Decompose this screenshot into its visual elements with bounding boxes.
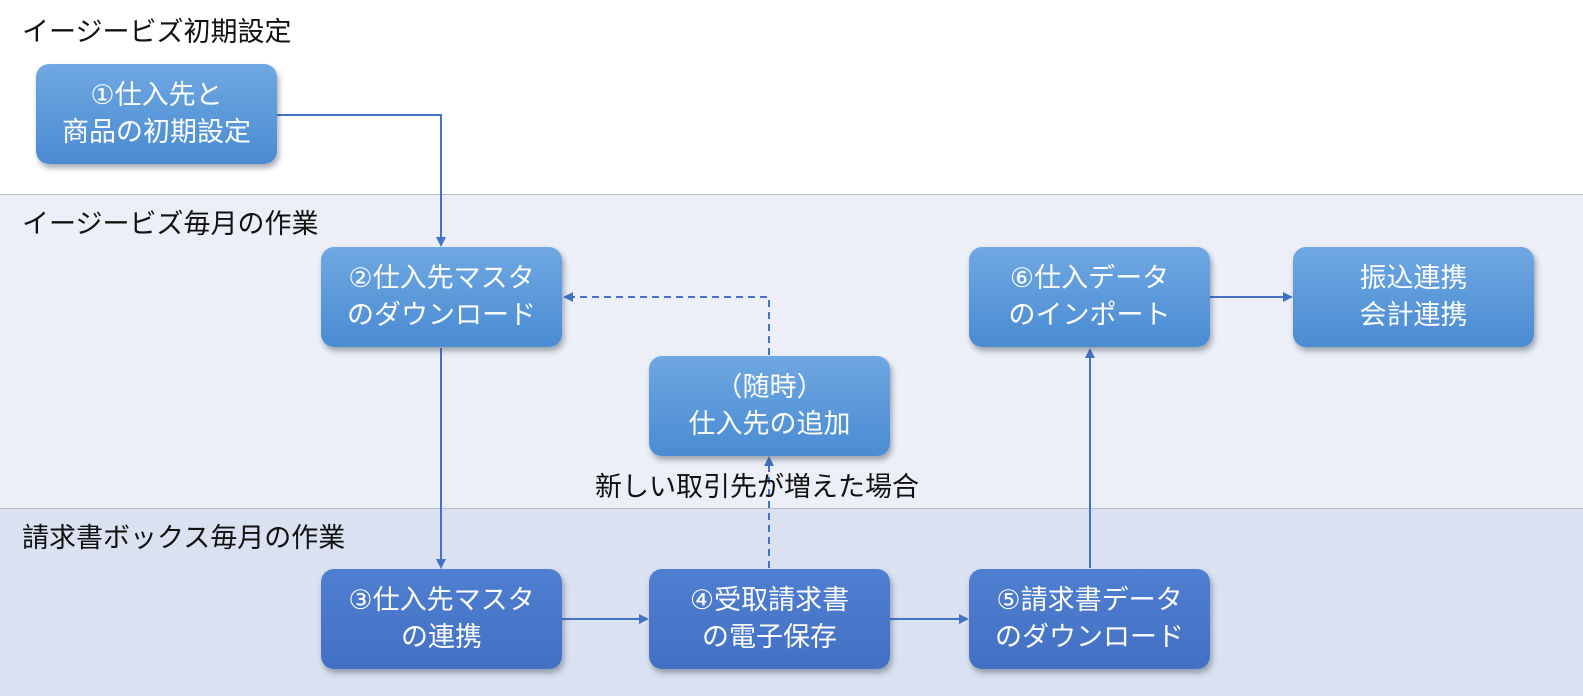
step6-label: ⑥仕入データ のインポート [1009,260,1171,334]
final-line1: 振込連携 [1359,263,1468,294]
step5-line2: のダウンロード [995,622,1184,653]
step2-line1: ②仕入先マスタ [348,263,535,294]
step2-label: ②仕入先マスタ のダウンロード [347,260,536,334]
step5-label: ⑤請求書データ のダウンロード [995,582,1184,656]
step1-line2: 商品の初期設定 [62,117,251,148]
setup-section-title: イージービズ初期設定 [22,17,292,48]
step4-label: ④受取請求書 の電子保存 [690,582,849,656]
step4-line1: ④受取請求書 [689,585,850,616]
step4-store-invoices-box[interactable]: ④受取請求書 の電子保存 [649,569,890,669]
step2-line2: のダウンロード [347,300,536,331]
step2-download-supplier-master-box[interactable]: ②仕入先マスタ のダウンロード [321,247,562,347]
invoice-section-title: 請求書ボックス毎月の作業 [22,523,346,554]
final-transfer-accounting-box[interactable]: 振込連携 会計連携 [1293,247,1534,347]
step3-line1: ③仕入先マスタ [348,585,535,616]
step5-download-invoice-data-box[interactable]: ⑤請求書データ のダウンロード [969,569,1210,669]
adhoc-add-supplier-box[interactable]: （随時） 仕入先の追加 [649,356,890,456]
adhoc-label: （随時） 仕入先の追加 [689,369,851,443]
step6-line1: ⑥仕入データ [1009,263,1170,294]
step1-initial-setup-box[interactable]: ①仕入先と 商品の初期設定 [36,64,277,164]
new-supplier-note: 新しい取引先が増えた場合 [595,472,919,503]
adhoc-line1: （随時） [715,372,824,403]
final-line2: 会計連携 [1359,300,1468,331]
step3-label: ③仕入先マスタ の連携 [348,582,534,656]
monthly-band [0,195,1583,509]
step3-link-supplier-master-box[interactable]: ③仕入先マスタ の連携 [321,569,562,669]
monthly-section-title: イージービズ毎月の作業 [22,209,319,240]
step1-line1: ①仕入先と [90,80,223,111]
step6-import-purchase-data-box[interactable]: ⑥仕入データ のインポート [969,247,1210,347]
final-label: 振込連携 会計連携 [1360,260,1468,334]
step1-label: ①仕入先と 商品の初期設定 [62,77,251,151]
step6-line2: のインポート [1008,300,1171,331]
step5-line1: ⑤請求書データ [996,585,1183,616]
step3-line2: の連携 [401,622,482,653]
adhoc-line2: 仕入先の追加 [688,409,851,440]
step4-line2: の電子保存 [702,622,837,653]
